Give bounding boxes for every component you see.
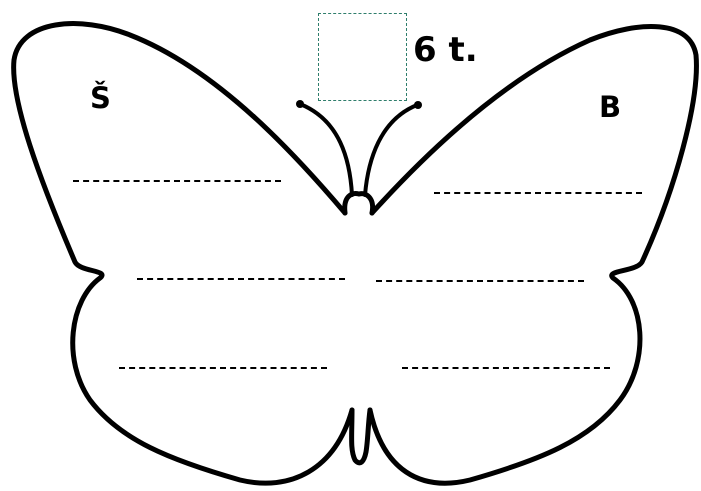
blank-middle-right[interactable] xyxy=(376,280,584,282)
answer-box[interactable] xyxy=(318,13,407,101)
left-antenna-tip xyxy=(296,100,304,108)
left-wing-outline xyxy=(11,21,355,486)
right-wing-outline xyxy=(367,24,699,486)
head-outline xyxy=(342,191,376,216)
right-antenna xyxy=(363,103,419,197)
blank-upper-right[interactable] xyxy=(434,192,642,194)
tail-outline xyxy=(349,407,373,466)
blank-middle-left[interactable] xyxy=(137,278,345,280)
left-wing-letter: Š xyxy=(90,81,111,115)
left-antenna xyxy=(298,102,354,197)
blank-lower-left[interactable] xyxy=(119,367,327,369)
right-wing-letter: B xyxy=(599,90,622,124)
points-label: 6 t. xyxy=(413,30,478,70)
right-antenna-tip xyxy=(414,101,422,109)
blank-upper-left[interactable] xyxy=(73,180,281,182)
blank-lower-right[interactable] xyxy=(402,367,610,369)
